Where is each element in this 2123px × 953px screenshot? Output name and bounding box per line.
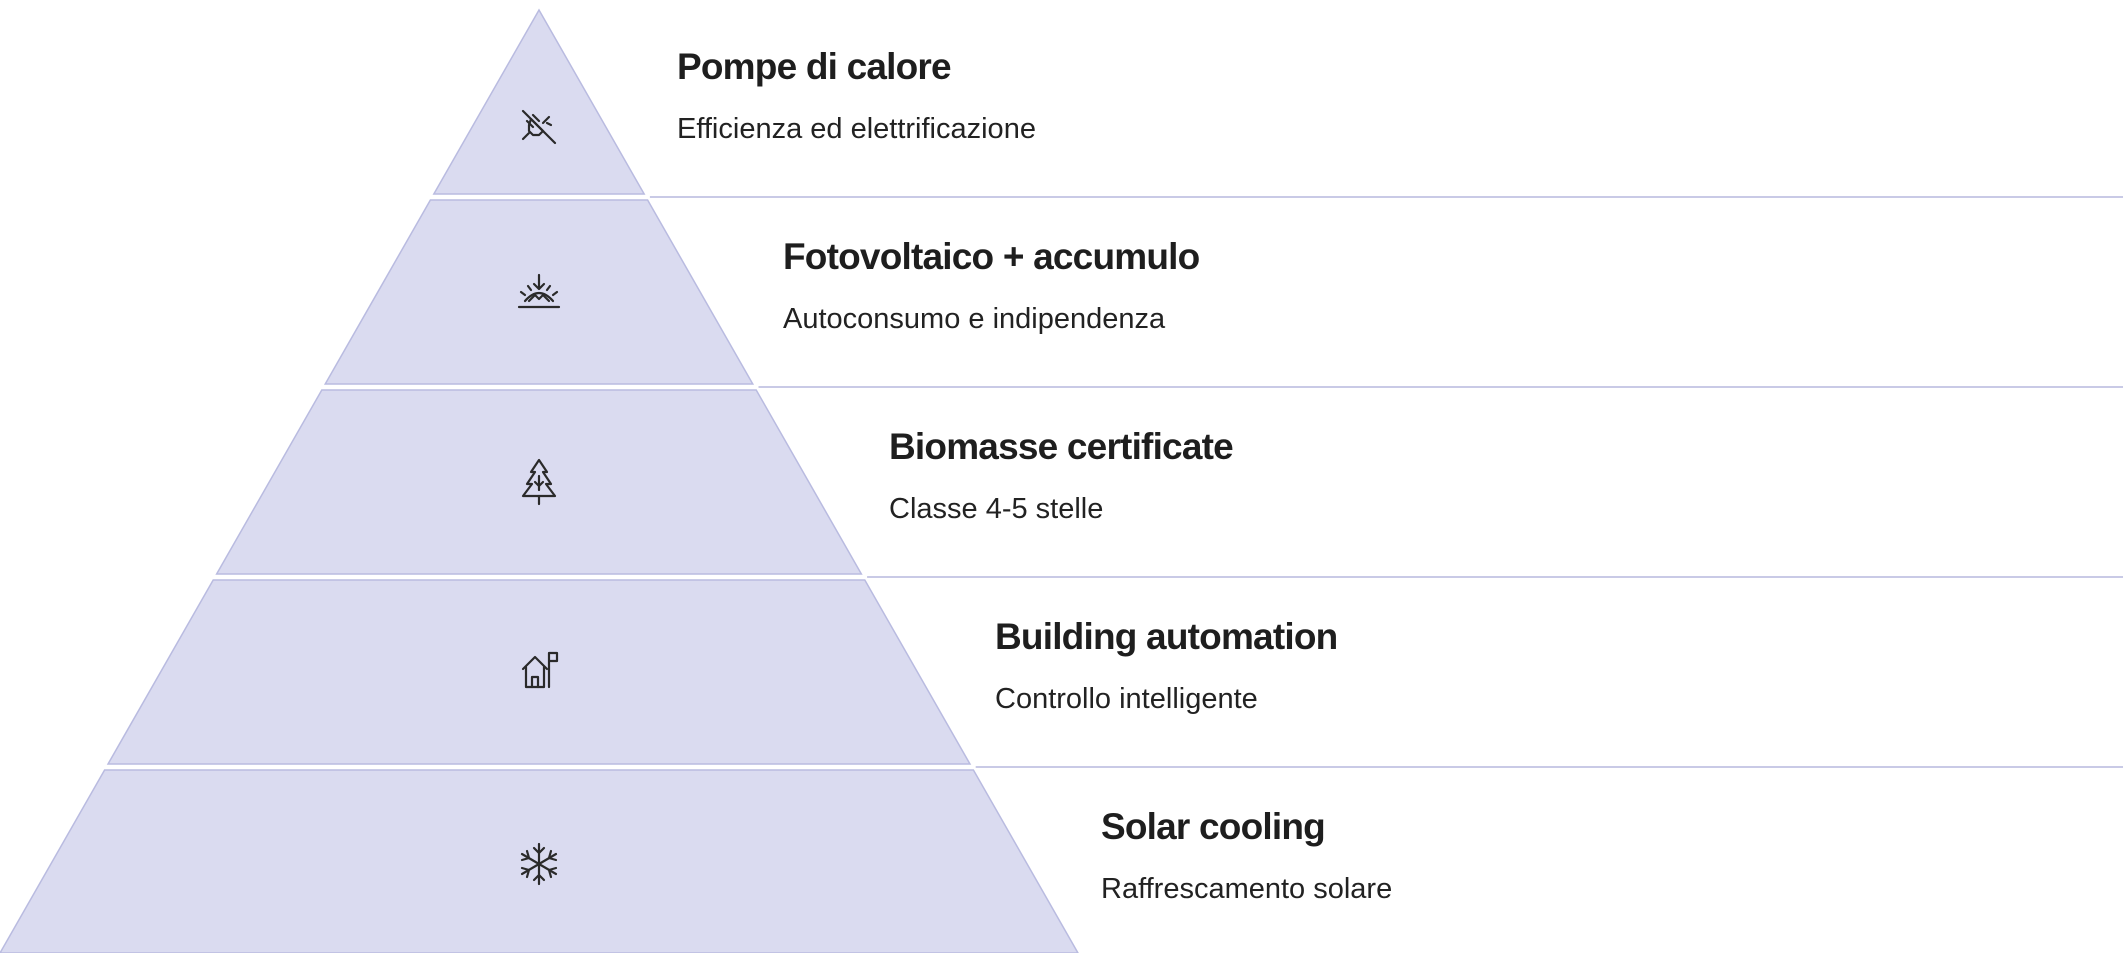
level-3-title: Biomasse certificate xyxy=(889,426,1234,467)
pine-tree-icon xyxy=(521,458,557,506)
level-5-text: Solar cooling Raffrescamento solare xyxy=(1101,808,1392,904)
smart-home-icon xyxy=(521,651,559,689)
level-1-subtitle: Efficienza ed elettrificazione xyxy=(677,113,1036,145)
level-1-text: Pompe di calore Efficienza ed elettrific… xyxy=(677,48,1036,144)
level-4-subtitle: Controllo intelligente xyxy=(995,683,1258,715)
plug-off-icon xyxy=(521,109,557,145)
pyramid-segment-4 xyxy=(106,579,972,765)
level-5-title: Solar cooling xyxy=(1101,806,1326,847)
level-4-title: Building automation xyxy=(995,616,1338,657)
level-2-title: Fotovoltaico + accumulo xyxy=(783,236,1200,277)
solar-sunrise-icon xyxy=(517,273,561,309)
level-3-subtitle: Classe 4-5 stelle xyxy=(889,493,1104,525)
level-1-title: Pompe di calore xyxy=(677,46,952,87)
snowflake-icon xyxy=(520,842,558,886)
level-4-text: Building automation Controllo intelligen… xyxy=(995,616,1338,715)
level-3-text: Biomasse certificate Classe 4-5 stelle xyxy=(889,426,1234,525)
level-5-subtitle: Raffrescamento solare xyxy=(1101,873,1393,905)
level-2-subtitle: Autoconsumo e indipendenza xyxy=(783,303,1166,335)
pyramid-segment-1 xyxy=(432,8,646,195)
level-2-text: Fotovoltaico + accumulo Autoconsumo e in… xyxy=(783,236,1200,335)
